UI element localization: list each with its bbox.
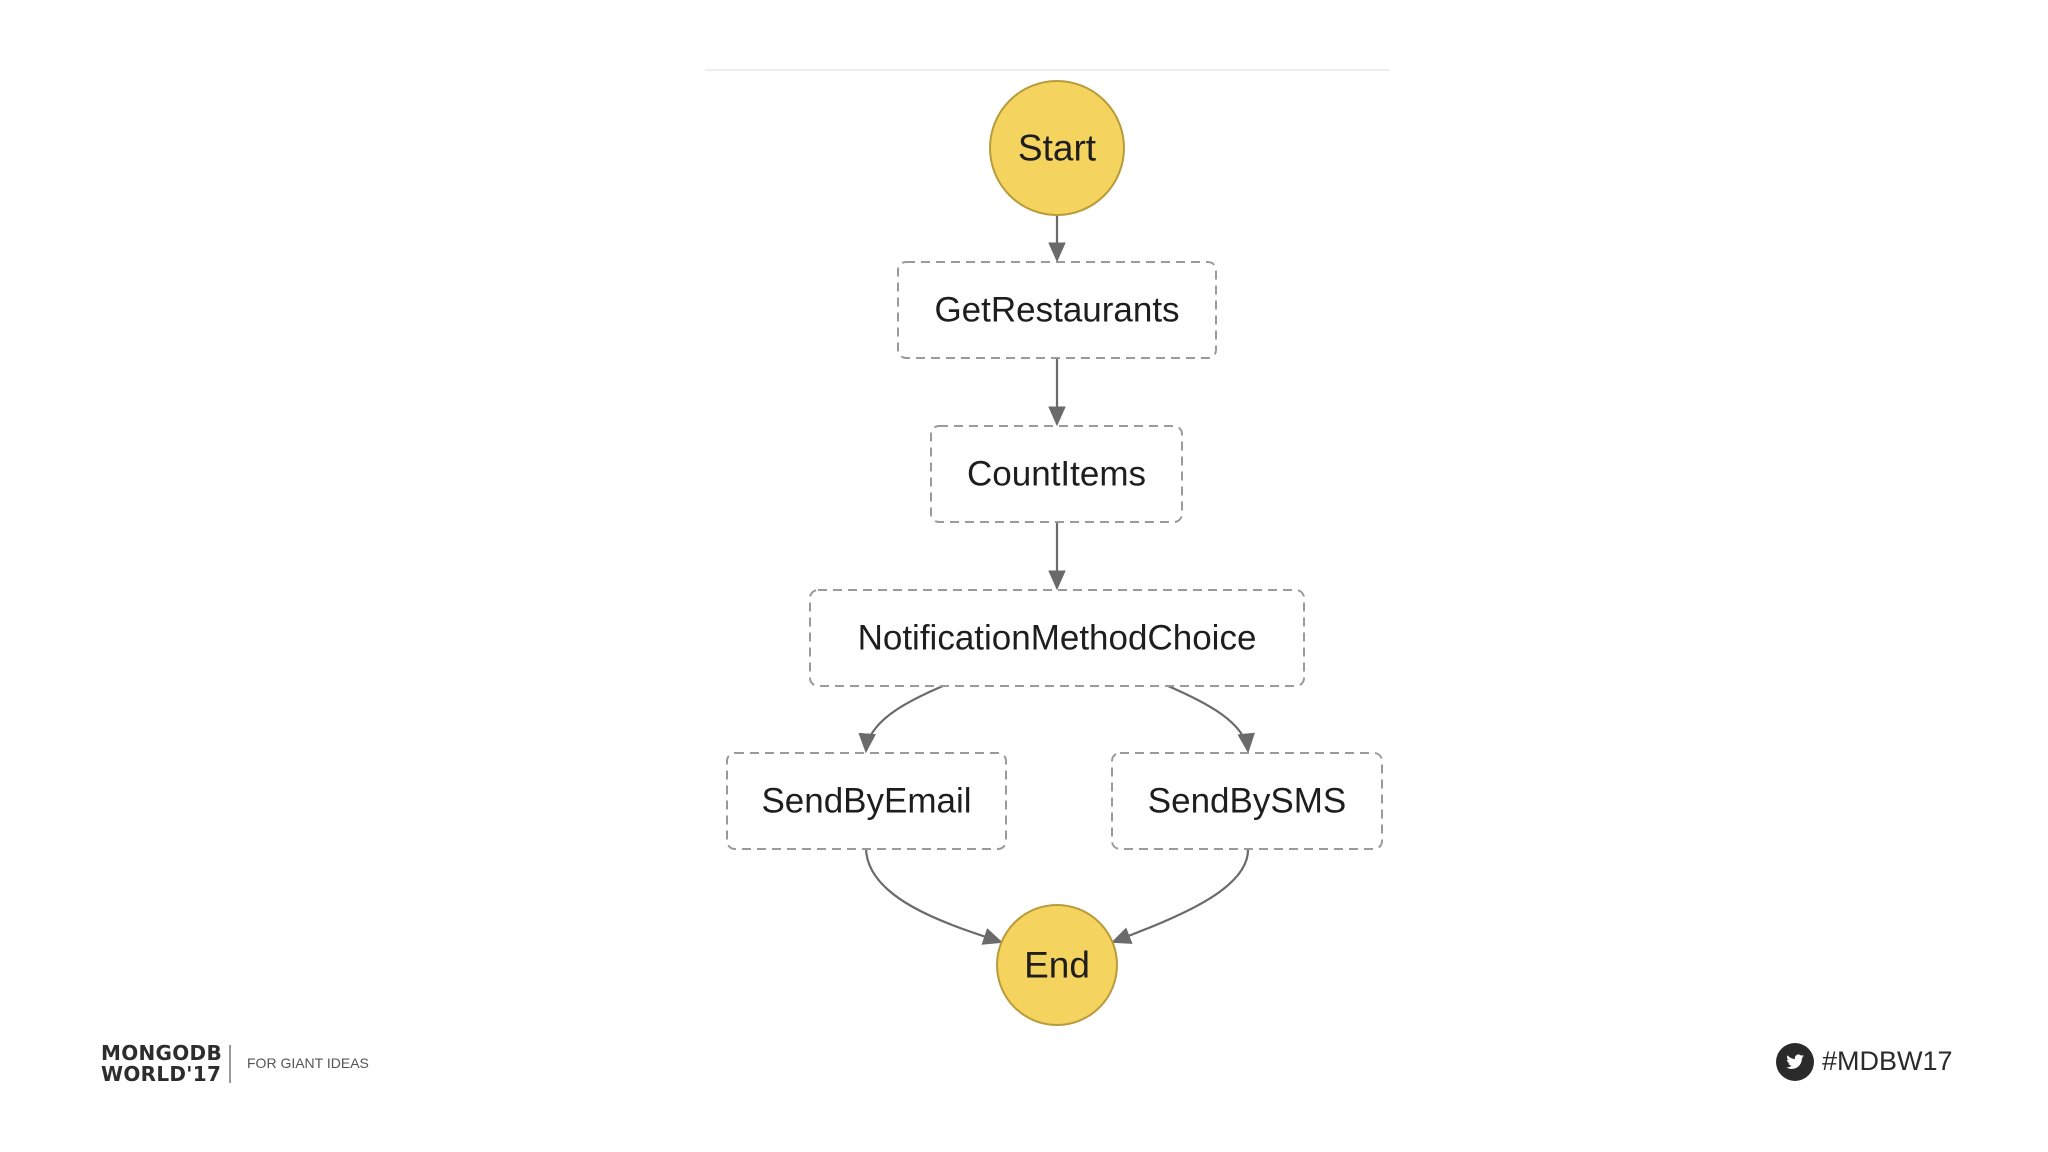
mongodb-world-logo: MONGODB WORLD'17 [101, 1043, 222, 1085]
node-email-label: SendByEmail [761, 782, 971, 821]
node-end: End [996, 904, 1118, 1026]
footer-divider [229, 1045, 231, 1083]
edge-choice-to-email [858, 684, 944, 754]
footer-tagline: FOR GIANT IDEAS [247, 1055, 369, 1071]
node-start-label: Start [1018, 128, 1097, 169]
edges-layer [858, 215, 1255, 945]
node-choice-label: NotificationMethodChoice [858, 619, 1257, 658]
node-choice: NotificationMethodChoice [809, 589, 1305, 687]
node-start-circle [989, 80, 1125, 216]
node-sms-label: SendBySMS [1148, 782, 1346, 821]
node-end-circle [996, 904, 1118, 1026]
nodes-layer: StartGetRestaurantsCountItemsNotificatio… [726, 80, 1383, 1026]
edge-choice-to-sms [1167, 684, 1255, 754]
logo-line-1: MONGODB [101, 1041, 223, 1065]
edge-sms-to-end [1110, 848, 1250, 944]
node-email: SendByEmail [726, 752, 1007, 850]
node-count: CountItems [930, 425, 1183, 523]
logo-line-2: WORLD'17 [101, 1062, 222, 1086]
twitter-bird-icon [1776, 1043, 1814, 1081]
event-hashtag: #MDBW17 [1822, 1046, 1953, 1076]
edge-email-to-end [864, 848, 1004, 945]
node-sms: SendBySMS [1111, 752, 1383, 850]
node-start: Start [989, 80, 1125, 216]
node-email-box [726, 752, 1007, 850]
node-get-label: GetRestaurants [934, 291, 1179, 330]
node-count-label: CountItems [967, 455, 1146, 494]
node-count-box [930, 425, 1183, 523]
node-sms-box [1111, 752, 1383, 850]
node-get: GetRestaurants [897, 261, 1217, 359]
node-get-box [897, 261, 1217, 359]
node-end-label: End [1024, 945, 1090, 986]
node-choice-box [809, 589, 1305, 687]
